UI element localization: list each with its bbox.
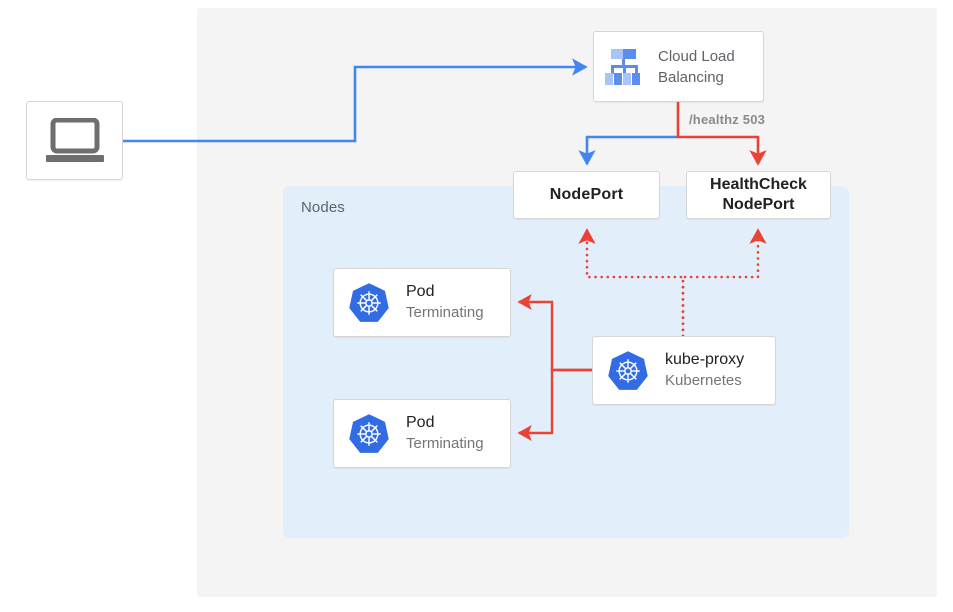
kubernetes-icon <box>608 350 648 390</box>
cloud-load-balancing-title-line2: Balancing <box>658 68 724 86</box>
pod-node-2: Pod Terminating <box>333 399 511 468</box>
kube-proxy-text: kube-proxy Kubernetes <box>665 350 744 391</box>
pod-2-status: Terminating <box>406 435 484 452</box>
cloud-load-balancing-label: Cloud Load Balancing <box>658 46 735 88</box>
edge-kubeproxy-to-pod-2 <box>517 368 592 441</box>
kubernetes-icon <box>349 282 389 322</box>
edge-kubeproxy-to-pod-1 <box>517 294 592 372</box>
edge-kubeproxy-to-healthcheck-dotted <box>681 228 767 338</box>
edge-load-balancer-healthz <box>676 102 767 166</box>
nodeport-label: NodePort <box>549 186 624 203</box>
pod-1-status: Terminating <box>406 304 484 321</box>
pod-node-1: Pod Terminating <box>333 268 511 337</box>
kubernetes-icon <box>349 413 389 453</box>
edge-client-to-load-balancer <box>123 58 588 143</box>
healthz-edge-label: /healthz 503 <box>689 112 766 127</box>
kube-proxy-node: kube-proxy Kubernetes <box>592 336 776 405</box>
healthcheck-nodeport-line1: HealthCheck <box>710 176 807 193</box>
cloud-load-balancing-node: Cloud Load Balancing <box>593 31 764 102</box>
nodes-region-label: Nodes <box>301 199 345 216</box>
edge-load-balancer-to-nodeport <box>578 135 678 166</box>
kube-proxy-subtitle: Kubernetes <box>665 372 742 389</box>
healthcheck-nodeport-node: HealthCheck NodePort <box>686 171 831 219</box>
laptop-icon <box>45 117 104 162</box>
edge-kubeproxy-to-nodeport-dotted <box>578 228 685 338</box>
pod-2-title: Pod <box>406 414 435 431</box>
kube-proxy-title: kube-proxy <box>665 351 745 368</box>
healthcheck-nodeport-line2: NodePort <box>722 196 795 213</box>
pod-1-title: Pod <box>406 283 435 300</box>
pod-1-text: Pod Terminating <box>406 282 484 323</box>
healthcheck-nodeport-label: HealthCheck NodePort <box>710 175 807 215</box>
cloud-load-balancing-title-line1: Cloud Load <box>658 47 735 65</box>
pod-2-text: Pod Terminating <box>406 413 484 454</box>
nodeport-node: NodePort <box>513 171 660 219</box>
cloud-load-balancing-icon <box>605 48 640 85</box>
client-device-node <box>26 101 123 180</box>
